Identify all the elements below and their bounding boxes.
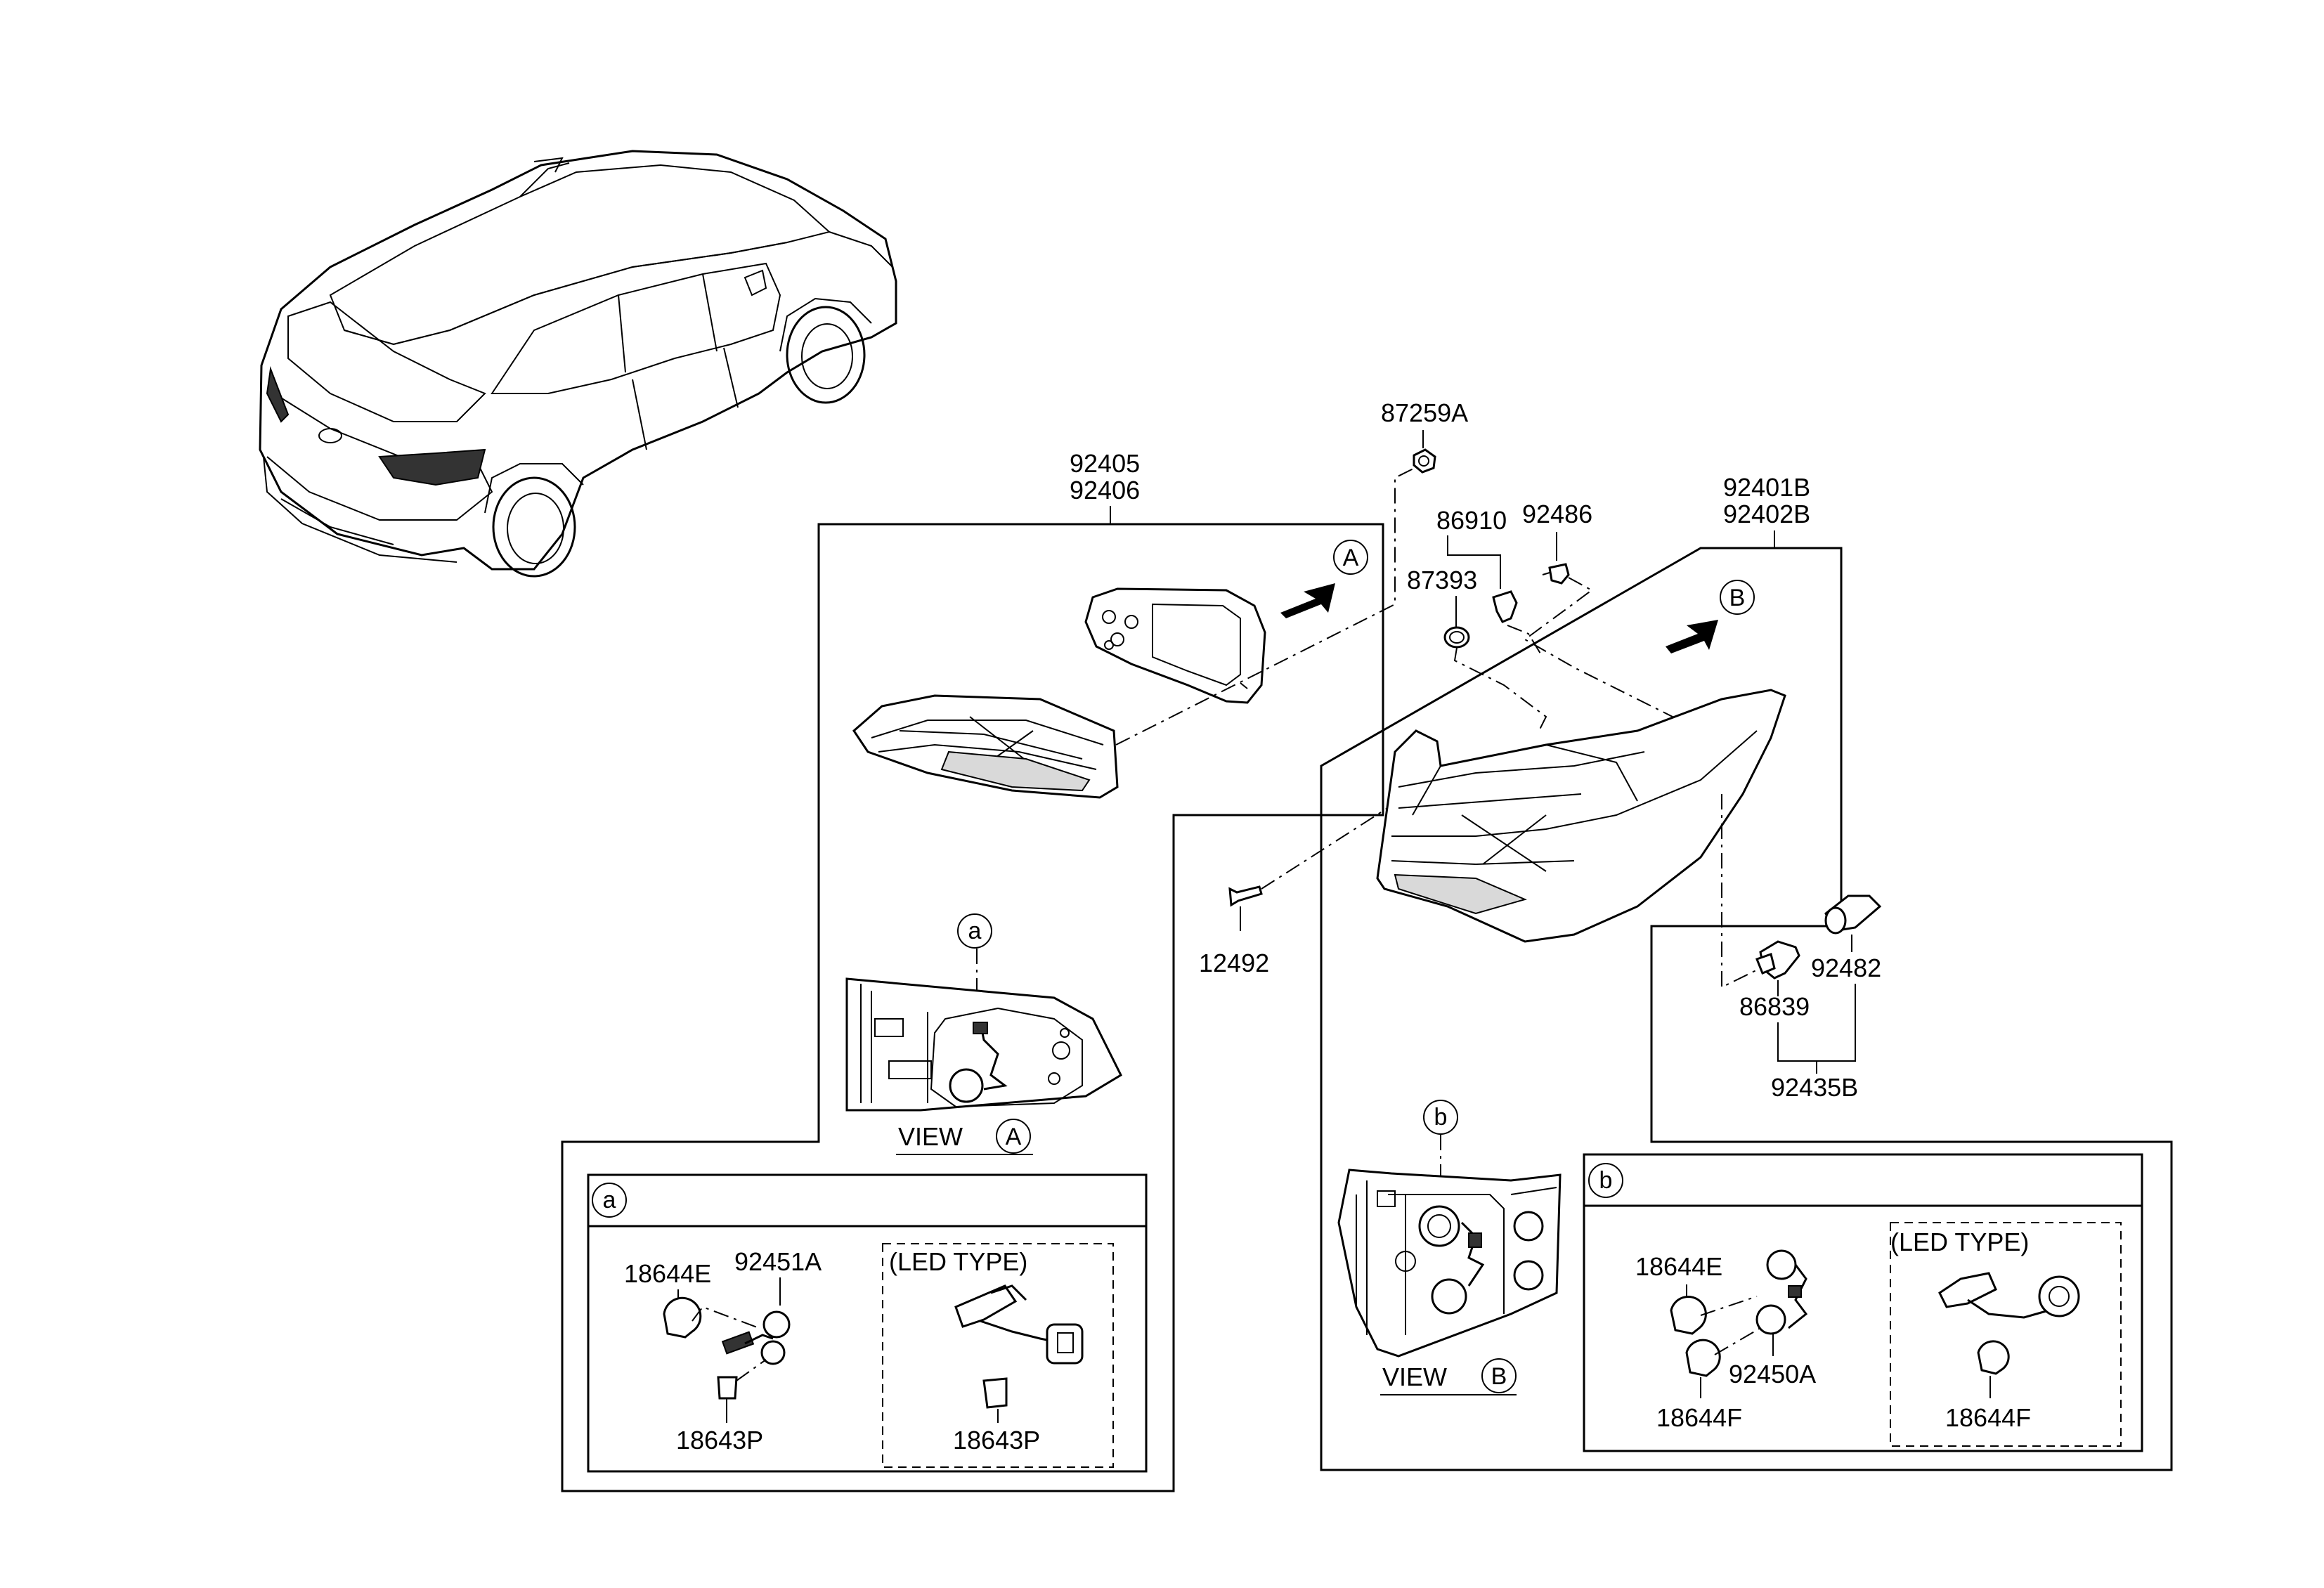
washer-87393 (1443, 626, 1470, 649)
callout-b-small: b (1434, 1104, 1448, 1131)
detail-a-18644E: 18644E (624, 1259, 711, 1288)
detail-a-18643P-left: 18643P (676, 1426, 763, 1454)
arrow-view-b (1666, 620, 1718, 653)
part-92406: 92406 (1070, 476, 1140, 505)
view-b-label-letter: B (1491, 1363, 1507, 1390)
detail-b-led-type: (LED TYPE) (1890, 1228, 2029, 1256)
detail-a-box (587, 1173, 1148, 1473)
callout-a-upper: A (1343, 545, 1359, 571)
detail-b-18644F-right: 18644F (1945, 1403, 2031, 1432)
part-92402B: 92402B (1723, 500, 1810, 528)
view-a-illustration (845, 977, 1122, 1112)
part-86910: 86910 (1436, 506, 1507, 535)
outer-lamp-housing (1376, 689, 1786, 943)
vehicle-illustration (259, 150, 897, 578)
detail-a-header: a (603, 1187, 616, 1213)
inner-lamp-gasket (1084, 587, 1266, 704)
nut-87259A (1413, 448, 1436, 474)
detail-a-92451A: 92451A (734, 1247, 822, 1276)
view-a-label-letter: A (1006, 1124, 1022, 1150)
outer-lamp-group: 92401B 92402B B 92482 86839 92435B (1320, 473, 2173, 1471)
detail-b-led-box (1890, 1222, 2122, 1447)
part-92486: 92486 (1522, 500, 1592, 528)
screw-12492 (1228, 885, 1263, 907)
part-87393: 87393 (1407, 566, 1477, 594)
part-12492: 12492 (1199, 949, 1269, 977)
callout-b-upper: B (1729, 585, 1746, 611)
view-b-illustration (1337, 1169, 1562, 1358)
detail-a-18643P-right: 18643P (953, 1426, 1040, 1454)
part-86839: 86839 (1739, 992, 1810, 1021)
clip-92486 (1548, 563, 1570, 585)
detail-a-led-type: (LED TYPE) (889, 1247, 1027, 1276)
inner-lamp-group-outline (561, 523, 1384, 1492)
detail-b-header: b (1599, 1167, 1613, 1194)
detail-b-18644E: 18644E (1635, 1252, 1722, 1281)
inner-lamp-group: A a (561, 467, 1417, 1492)
view-a-label-word: VIEW (898, 1122, 963, 1151)
part-92435B: 92435B (1771, 1073, 1858, 1102)
detail-a-led-box (882, 1243, 1114, 1468)
part-92405: 92405 (1070, 449, 1140, 478)
view-b-label-word: VIEW (1382, 1362, 1447, 1391)
part-87259A: 87259A (1381, 398, 1468, 427)
outer-lamp-group-outline (1320, 547, 2173, 1471)
clip-86910 (1492, 590, 1518, 623)
part-92401B: 92401B (1723, 473, 1810, 502)
arrow-view-a (1280, 583, 1335, 618)
detail-b-18644F-left: 18644F (1656, 1403, 1742, 1432)
callout-a-small: a (968, 918, 982, 944)
detail-b-92450A: 92450A (1729, 1360, 1816, 1388)
part-92482: 92482 (1811, 954, 1881, 982)
detail-b-box (1583, 1153, 2143, 1452)
